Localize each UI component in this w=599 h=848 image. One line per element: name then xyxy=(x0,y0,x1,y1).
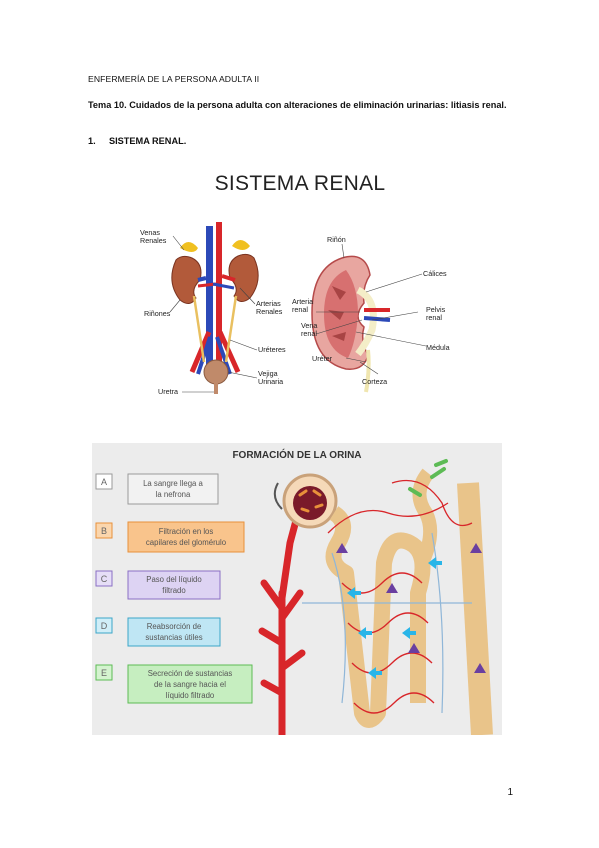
step-text-line: Secreción de sustancias xyxy=(148,669,233,678)
label-medula: Médula xyxy=(426,343,450,352)
label-arteria-renal-1: Arteria xyxy=(292,297,313,306)
collecting-duct xyxy=(457,482,493,735)
arterial-tree xyxy=(258,509,306,735)
step-text-box xyxy=(127,570,221,600)
label-rinon: Riñón xyxy=(327,235,346,244)
label-vejiga-1: Vejiga xyxy=(258,369,278,378)
legend-step-b: B Filtración en los capilares del glomér… xyxy=(95,521,245,553)
label-ureter: Uréter xyxy=(312,354,333,363)
filtrate-flow-arrows xyxy=(336,543,486,673)
left-kidney xyxy=(171,255,202,304)
label-vejiga-2: Urinaria xyxy=(258,377,283,386)
label-vena-renal-2: renal xyxy=(301,329,317,338)
kidney-cross-section-drawing xyxy=(311,243,427,393)
renal-pelvis xyxy=(355,286,377,357)
step-text-line: Reabsorción de xyxy=(147,622,202,631)
aorta xyxy=(216,222,222,376)
step-letter: D xyxy=(101,621,108,631)
venous-capillaries xyxy=(302,532,472,714)
secretion-arrows xyxy=(408,459,448,497)
section-number: 1. xyxy=(88,136,96,146)
label-uretra: Uretra xyxy=(158,387,178,396)
section-heading: 1. SISTEMA RENAL. xyxy=(88,136,186,146)
right-kidney xyxy=(228,253,259,302)
step-text-line: de la sangre hacia el xyxy=(154,680,226,689)
urethra xyxy=(214,382,218,394)
legend-step-c: C Paso del líquido filtrado xyxy=(95,570,221,600)
legend-step-a: A La sangre llega a la nefrona xyxy=(95,473,219,505)
left-ureter xyxy=(192,295,206,363)
left-renal-vein xyxy=(197,276,207,282)
medullary-pyramids xyxy=(328,286,346,341)
section-title: SISTEMA RENAL. xyxy=(109,136,187,146)
step-letter-box xyxy=(95,570,113,587)
urinary-system-labels: Venas Renales Riñones Arterias Renales U… xyxy=(140,228,286,396)
left-adrenal-gland xyxy=(180,242,198,252)
renal-tubules xyxy=(325,506,431,728)
blood-inflow-arrow xyxy=(273,482,283,510)
step-letter: E xyxy=(101,668,107,678)
step-letter: C xyxy=(101,574,108,584)
label-pelvis-renal-2: renal xyxy=(426,313,442,322)
step-text-line: filtrado xyxy=(162,586,186,595)
page-number: 1 xyxy=(507,787,513,798)
step-letter-box xyxy=(95,473,113,490)
vena-cava xyxy=(206,226,213,376)
document-header: ENFERMERÍA DE LA PERSONA ADULTA II xyxy=(88,74,260,84)
step-text-box xyxy=(127,521,245,553)
step-letter-box xyxy=(95,664,113,681)
right-adrenal-gland xyxy=(232,240,250,250)
step-text-line: sustancias útiles xyxy=(145,633,202,642)
label-arterias-renales-1: Arterias xyxy=(256,299,281,308)
label-venas-renales-2: Renales xyxy=(140,236,167,245)
label-pelvis-renal-1: Pelvis xyxy=(426,305,446,314)
renal-system-illustration: Venas Renales Riñones Arterias Renales U… xyxy=(140,222,450,396)
reabsorption-arrows xyxy=(347,557,442,679)
step-letter: B xyxy=(101,526,107,536)
step-text-line: La sangre llega a xyxy=(143,479,203,488)
legend-step-d: D Reabsorción de sustancias útiles xyxy=(95,617,221,647)
right-ureter xyxy=(224,295,238,363)
step-text-line: la nefrona xyxy=(156,490,191,499)
nephron-illustration xyxy=(258,459,493,735)
label-calices: Cálices xyxy=(423,269,447,278)
step-letter-box xyxy=(95,522,113,539)
step-text-line: Filtración en los xyxy=(159,527,214,536)
kidney-cross-section-labels: Riñón Cálices Arteria renal Vena renal P… xyxy=(292,235,450,386)
right-renal-artery xyxy=(221,274,236,282)
label-arteria-renal-2: renal xyxy=(292,305,308,314)
topic-heading: Tema 10. Cuidados de la persona adulta c… xyxy=(88,98,518,113)
step-letter-box xyxy=(95,617,113,634)
label-ureteres: Uréteres xyxy=(258,345,286,354)
step-text-box xyxy=(127,664,253,704)
figure2-title: FORMACIÓN DE LA ORINA xyxy=(232,448,361,461)
step-text-box xyxy=(127,617,221,647)
label-venas-renales-1: Venas xyxy=(140,228,160,237)
label-corteza: Corteza xyxy=(362,377,387,386)
topic-label: Tema 10. xyxy=(88,100,127,110)
figure1-title: SISTEMA RENAL xyxy=(214,172,386,195)
step-text-line: capilares del glomérulo xyxy=(146,538,227,547)
label-vena-renal-1: Vena xyxy=(301,321,317,330)
urinary-system-drawing xyxy=(169,222,259,394)
label-arterias-renales-2: Renales xyxy=(256,307,283,316)
step-text-line: Paso del líquido xyxy=(146,575,202,584)
right-renal-vein xyxy=(212,282,235,290)
step-letter: A xyxy=(101,477,107,487)
ureter-tube xyxy=(364,349,371,393)
topic-text: Cuidados de la persona adulta con altera… xyxy=(129,100,507,110)
legend-step-e: E Secreción de sustancias de la sangre h… xyxy=(95,664,253,704)
bladder xyxy=(203,359,229,385)
legend-steps: A La sangre llega a la nefrona B Filtrac… xyxy=(95,473,253,704)
urine-formation-figure: FORMACIÓN DE LA ORINA A La sangre llega … xyxy=(92,443,502,735)
step-text-line: líquido filtrado xyxy=(166,691,215,700)
glomerulus xyxy=(293,486,327,520)
iliac-arteries xyxy=(189,330,241,374)
label-rinones: Riñones xyxy=(144,309,171,318)
step-text-box xyxy=(127,473,219,505)
